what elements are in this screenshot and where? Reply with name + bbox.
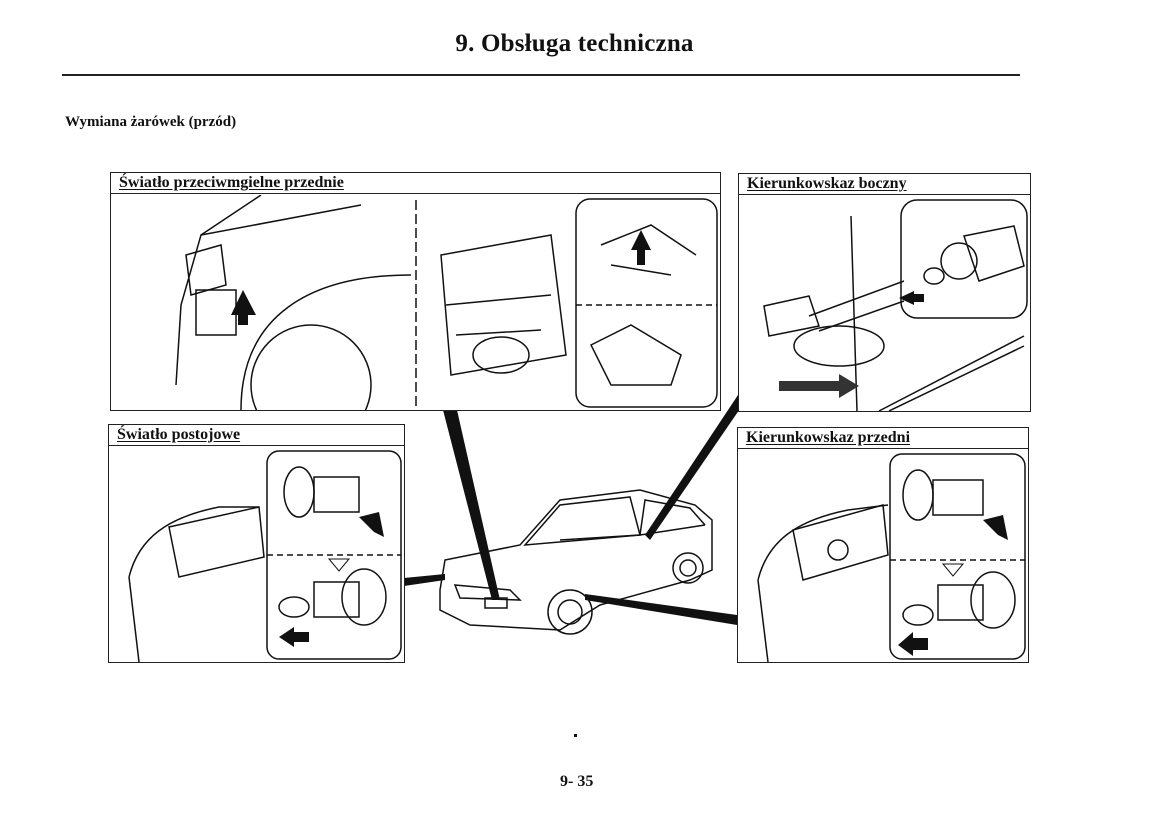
side-indicator-diagram: [763, 199, 1028, 411]
fog-light-diagram: [175, 195, 718, 410]
panel-side-indicator: Kierunkowskaz boczny: [738, 173, 1031, 412]
panel-label: Światło postojowe: [117, 426, 241, 443]
section-title: Wymiana żarówek (przód): [65, 114, 237, 130]
panel-front-indicator: Kierunkowskaz przedni: [737, 427, 1029, 663]
panel-fog-light: Światło przeciwmgielne przednie: [110, 172, 721, 411]
header-rule: [62, 74, 1020, 76]
panel-parking-light: Światło postojowe: [108, 424, 405, 663]
scan-dot: [574, 734, 577, 737]
page-number: 9- 35: [560, 773, 594, 790]
parking-light-diagram: [128, 450, 402, 662]
page-title: 9. Obsługa techniczna: [455, 30, 694, 57]
panel-label: Kierunkowskaz przedni: [746, 429, 911, 446]
front-indicator-diagram: [757, 453, 1026, 662]
panel-label: Kierunkowskaz boczny: [747, 175, 907, 192]
panel-label: Światło przeciwmgielne przednie: [119, 174, 344, 191]
